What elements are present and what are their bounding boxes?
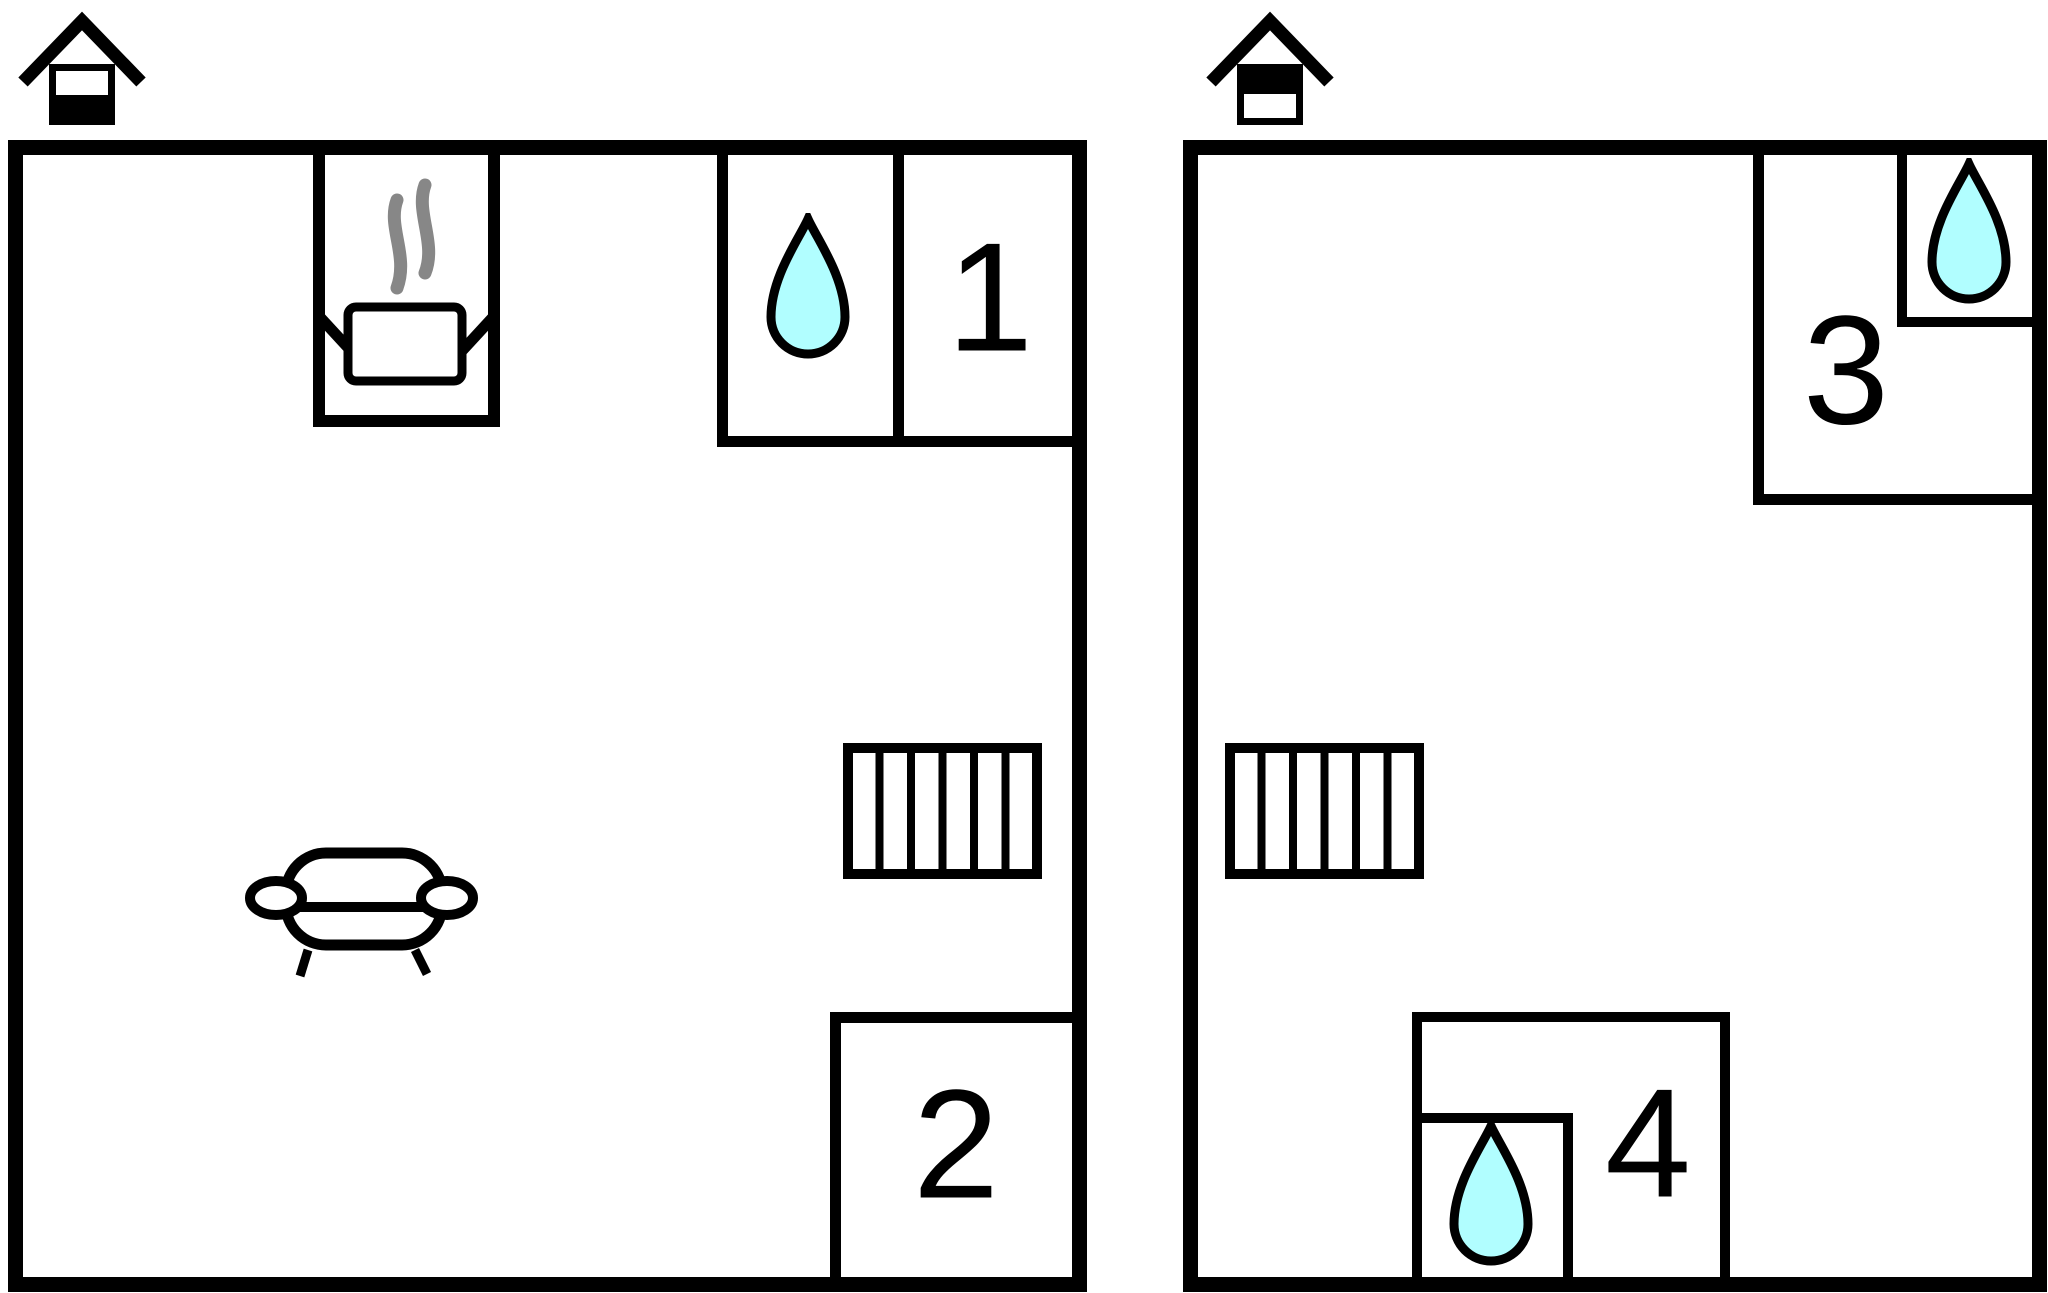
room-1-label: 1 <box>946 210 1034 384</box>
stairs-icon <box>1225 743 1424 879</box>
bathroom-room1-bottom-wall <box>717 436 1072 447</box>
water-drop-icon <box>1927 158 2011 304</box>
room-4-right-wall <box>1720 1012 1730 1277</box>
room-3-label: 3 <box>1802 283 1890 457</box>
upper-floor-outer-wall <box>1183 140 2047 1292</box>
bathroom-left-wall <box>717 155 728 447</box>
water-drop-icon <box>1449 1120 1533 1266</box>
stove-icon <box>313 178 500 386</box>
stairs-icon <box>843 743 1042 879</box>
house-ground-level-icon <box>18 11 146 125</box>
room-2-top-wall <box>830 1012 1072 1023</box>
ground-floor-outer-wall <box>8 140 1087 1292</box>
room-3-bottom-wall <box>1753 494 2032 505</box>
room-3-shower-bottom-wall <box>1897 317 2032 327</box>
steam-icon <box>387 193 408 295</box>
house-upper-level-icon <box>1206 11 1334 125</box>
bathroom-room1-divider-wall <box>893 155 904 447</box>
cooking-pot-icon <box>343 302 467 386</box>
room-2-label: 2 <box>912 1057 1000 1231</box>
room-4-shower-top-wall <box>1412 1113 1573 1123</box>
room-3-left-wall <box>1753 155 1764 505</box>
room-2-left-wall <box>830 1012 841 1277</box>
steam-icon <box>415 178 436 280</box>
room-3-shower-left-wall <box>1897 155 1907 327</box>
room-4-label: 4 <box>1604 1056 1692 1230</box>
room-4-left-wall <box>1412 1012 1422 1277</box>
water-drop-icon <box>766 213 850 359</box>
sofa-icon <box>245 847 478 978</box>
kitchen-stove-niche <box>313 155 500 427</box>
room-4-top-wall <box>1412 1012 1730 1022</box>
room-4-shower-right-wall <box>1563 1113 1573 1277</box>
